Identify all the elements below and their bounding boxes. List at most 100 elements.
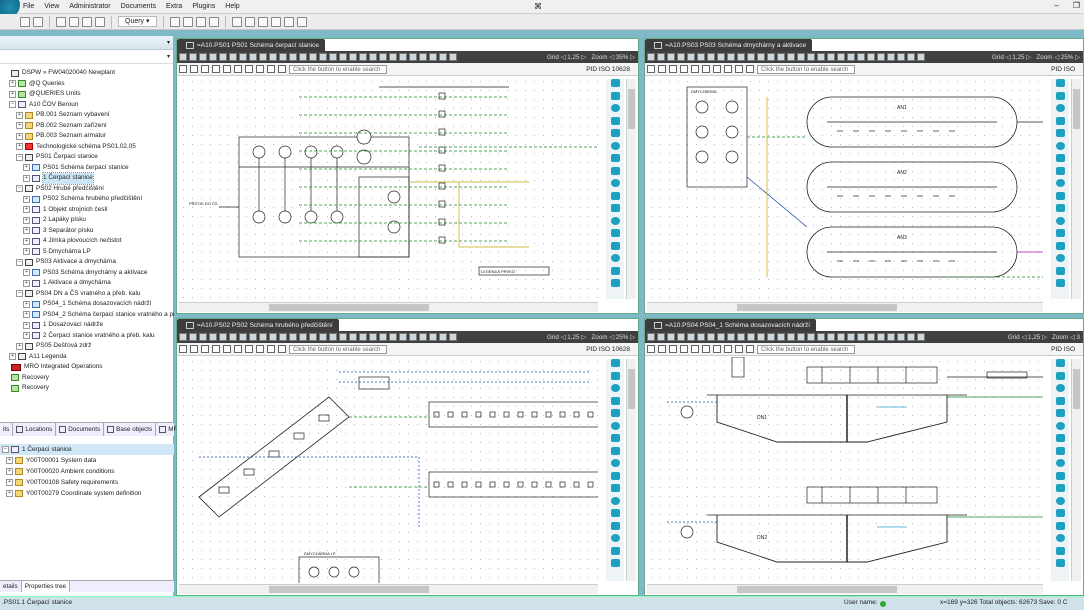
diagram-tool-icon[interactable] — [787, 333, 795, 341]
symbol-palette-icon[interactable] — [1055, 521, 1065, 530]
diagram-tool-icon[interactable] — [817, 53, 825, 61]
symbol-palette-icon[interactable] — [1055, 534, 1065, 542]
symbol-palette-icon[interactable] — [610, 254, 620, 262]
draw-tool-icon[interactable] — [190, 65, 198, 73]
expand-icon[interactable]: + — [16, 143, 23, 151]
draw-tool-icon[interactable] — [724, 345, 732, 353]
symbol-palette-icon[interactable] — [1055, 421, 1065, 430]
symbol-palette-icon[interactable] — [1055, 166, 1065, 175]
collapse-icon[interactable]: – — [16, 290, 23, 298]
expand-icon[interactable]: + — [23, 195, 30, 203]
diagram-tool-icon[interactable] — [279, 333, 287, 341]
symbol-palette-icon[interactable] — [610, 166, 620, 175]
symbol-palette-icon[interactable] — [610, 371, 620, 380]
symbol-palette-icon[interactable] — [1055, 509, 1065, 517]
diagram-tool-icon[interactable] — [239, 53, 247, 61]
draw-tool-icon[interactable] — [245, 65, 253, 73]
expand-icon[interactable]: + — [23, 174, 30, 182]
diagram-tool-icon[interactable] — [837, 53, 845, 61]
diagram-tool-icon[interactable] — [449, 333, 457, 341]
symbol-palette-icon[interactable] — [1055, 254, 1065, 262]
diagram-tool-icon[interactable] — [657, 333, 665, 341]
symbol-palette-icon[interactable] — [610, 384, 620, 392]
search-input[interactable]: Click the button to enable search — [757, 64, 855, 74]
diagram-tool-icon[interactable] — [199, 53, 207, 61]
tab-its[interactable]: its — [0, 423, 14, 436]
symbol-palette-icon[interactable] — [1055, 79, 1065, 87]
vertical-scrollbar[interactable] — [626, 359, 636, 581]
diagram-tool-icon[interactable] — [299, 53, 307, 61]
tree-node[interactable]: DSPW » FW04020040 Newplant — [0, 68, 174, 79]
diagram-tool-icon[interactable] — [687, 333, 695, 341]
draw-tool-icon[interactable] — [713, 345, 721, 353]
minimize-button[interactable]: – — [1054, 1, 1059, 10]
diagram-tool-icon[interactable] — [439, 53, 447, 61]
diagram-canvas[interactable]: DMYCHÁRNA LP — [179, 357, 598, 583]
collapse-icon[interactable]: – — [16, 153, 23, 161]
diagram-tool-icon[interactable] — [209, 53, 217, 61]
diagram-tool-icon[interactable] — [677, 333, 685, 341]
diagram-tool-icon[interactable] — [807, 333, 815, 341]
symbol-palette-icon[interactable] — [610, 534, 620, 542]
expand-icon[interactable]: + — [23, 300, 30, 308]
layout-icon[interactable] — [231, 16, 242, 27]
property-row[interactable]: +Y00T00020 Ambient conditions — [0, 466, 174, 477]
symbol-palette-icon[interactable] — [610, 359, 620, 367]
draw-tool-icon[interactable] — [702, 345, 710, 353]
draw-tool-icon[interactable] — [212, 65, 220, 73]
symbol-palette-icon[interactable] — [610, 396, 620, 405]
tree-node[interactable]: +PB.001 Seznam vybavení — [0, 110, 174, 121]
diagram-tool-icon[interactable] — [907, 53, 915, 61]
diagram-tool-icon[interactable] — [647, 333, 655, 341]
symbol-palette-icon[interactable] — [1055, 496, 1065, 505]
diagram-tool-icon[interactable] — [917, 333, 925, 341]
symbol-palette-icon[interactable] — [1055, 471, 1065, 480]
expand-icon[interactable]: + — [6, 468, 13, 475]
print-icon[interactable] — [95, 16, 105, 27]
diagram-tool-icon[interactable] — [827, 53, 835, 61]
search-input[interactable]: Click the button to enable search — [289, 344, 387, 354]
diagram-tool-icon[interactable] — [847, 333, 855, 341]
diagram-tool-icon[interactable] — [847, 53, 855, 61]
expand-icon[interactable]: + — [6, 479, 13, 486]
tool-icon[interactable] — [182, 16, 193, 27]
diagram-tool-icon[interactable] — [419, 333, 427, 341]
tree-node[interactable]: +PS04_1 Schéma dosazovacích nádrží — [0, 299, 174, 310]
diagram-tool-icon[interactable] — [449, 53, 457, 61]
expand-icon[interactable]: + — [23, 321, 30, 329]
symbol-palette-icon[interactable] — [1055, 434, 1065, 442]
diagram-tool-icon[interactable] — [697, 53, 705, 61]
diagram-tool-icon[interactable] — [329, 333, 337, 341]
symbol-palette-icon[interactable] — [610, 459, 620, 467]
expand-icon[interactable]: + — [16, 122, 23, 130]
draw-tool-icon[interactable] — [647, 345, 655, 353]
diagram-tool-icon[interactable] — [219, 333, 227, 341]
symbol-palette-icon[interactable] — [610, 279, 620, 287]
expand-icon[interactable]: + — [23, 237, 30, 245]
diagram-tool-icon[interactable] — [399, 333, 407, 341]
diagram-tool-icon[interactable] — [309, 53, 317, 61]
draw-tool-icon[interactable] — [680, 65, 688, 73]
zoom-control[interactable]: Zoom ◁ 3 — [1052, 333, 1080, 341]
diagram-tool-icon[interactable] — [389, 53, 397, 61]
draw-tool-icon[interactable] — [669, 345, 677, 353]
tree-node[interactable]: +PS01 Schéma čerpací stanice — [0, 163, 174, 174]
open-icon[interactable] — [56, 16, 66, 27]
diagram-tool-icon[interactable] — [747, 333, 755, 341]
expand-icon[interactable]: + — [6, 490, 13, 497]
horizontal-scrollbar[interactable] — [179, 584, 598, 594]
symbol-palette-icon[interactable] — [1055, 446, 1065, 455]
menu-extra[interactable]: Extra — [165, 2, 183, 10]
symbol-palette-icon[interactable] — [610, 266, 620, 275]
draw-tool-icon[interactable] — [267, 345, 275, 353]
tree-node[interactable]: MRO Integrated Operations — [0, 362, 174, 373]
tree-node[interactable]: –PS02 Hrubé předčištění — [0, 184, 174, 195]
layout-icon[interactable] — [244, 16, 255, 27]
diagram-tool-icon[interactable] — [229, 53, 237, 61]
diagram-tool-icon[interactable] — [737, 53, 745, 61]
diagram-tool-icon[interactable] — [339, 53, 347, 61]
diagram-tool-icon[interactable] — [199, 333, 207, 341]
diagram-tool-icon[interactable] — [647, 53, 655, 61]
symbol-palette-icon[interactable] — [1055, 559, 1065, 567]
tree-node[interactable]: –PS03 Aktivace a dmychárna — [0, 257, 174, 268]
